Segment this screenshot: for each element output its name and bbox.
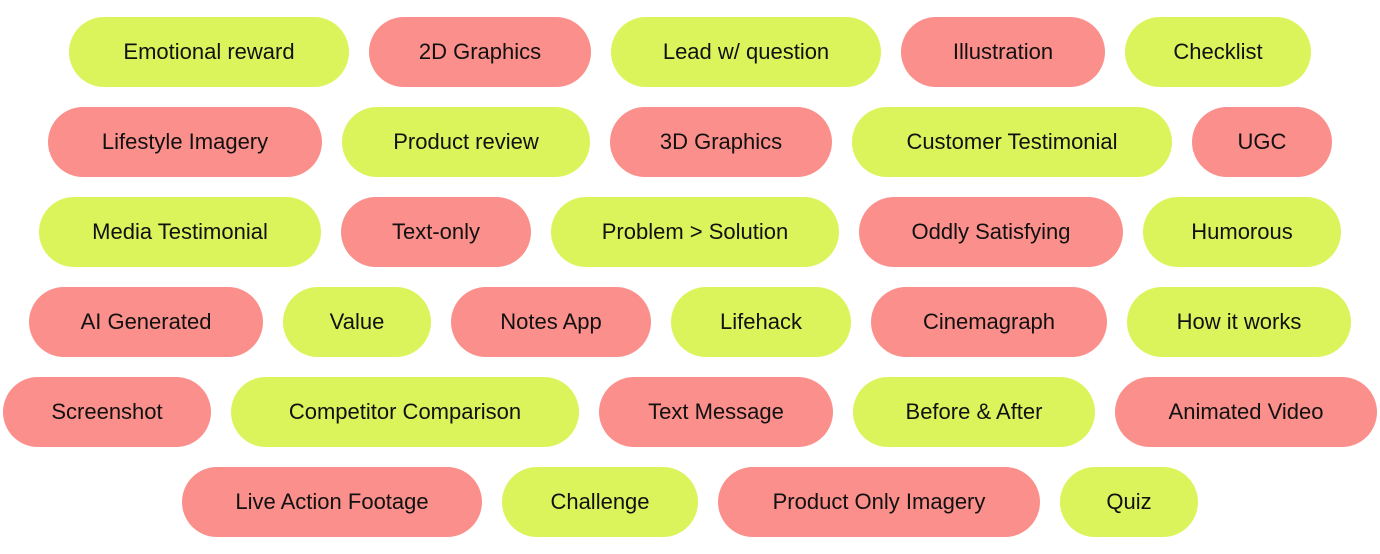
tag-pill: Humorous xyxy=(1143,197,1341,267)
tag-pill: Screenshot xyxy=(3,377,211,447)
tag-pill: 2D Graphics xyxy=(369,17,591,87)
tag-pill: Illustration xyxy=(901,17,1105,87)
tag-pill: Lifehack xyxy=(671,287,851,357)
tag-pill: Cinemagraph xyxy=(871,287,1107,357)
tag-pill: Competitor Comparison xyxy=(231,377,579,447)
tag-pill: Live Action Footage xyxy=(182,467,482,537)
tag-pill: Media Testimonial xyxy=(39,197,321,267)
tag-pill: UGC xyxy=(1192,107,1332,177)
tag-pill: Text-only xyxy=(341,197,531,267)
tag-pill: Lifestyle Imagery xyxy=(48,107,322,177)
tag-pill: Product Only Imagery xyxy=(718,467,1040,537)
tag-pill: How it works xyxy=(1127,287,1351,357)
tag-pill: AI Generated xyxy=(29,287,263,357)
tag-pill: Emotional reward xyxy=(69,17,349,87)
tag-pill: Oddly Satisfying xyxy=(859,197,1123,267)
tag-pill: Checklist xyxy=(1125,17,1311,87)
tag-pill: Text Message xyxy=(599,377,833,447)
tag-pill: 3D Graphics xyxy=(610,107,832,177)
tag-pill: Quiz xyxy=(1060,467,1198,537)
tag-pill: Challenge xyxy=(502,467,698,537)
tag-pill: Animated Video xyxy=(1115,377,1377,447)
tag-pill: Customer Testimonial xyxy=(852,107,1172,177)
tag-pill: Product review xyxy=(342,107,590,177)
tag-pill: Value xyxy=(283,287,431,357)
tag-pill: Problem > Solution xyxy=(551,197,839,267)
tag-pill: Notes App xyxy=(451,287,651,357)
tag-pill: Before & After xyxy=(853,377,1095,447)
tag-pill: Lead w/ question xyxy=(611,17,881,87)
